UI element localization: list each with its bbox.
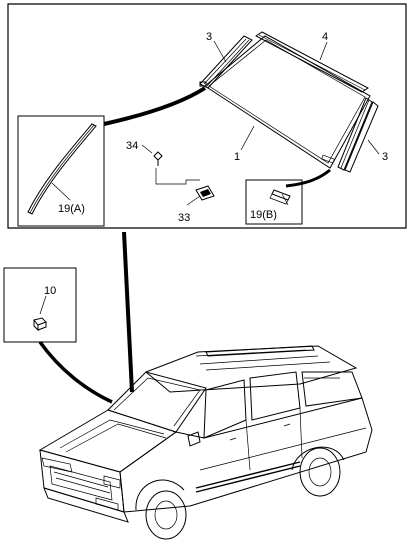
bolt-34 [153,151,200,185]
clip-33 [195,185,215,201]
callout-10: 10 [44,285,56,297]
inset-box-19b [245,179,303,225]
side-molding-right [337,97,379,173]
exploded-view-frame [7,3,407,229]
callout-4: 4 [322,31,328,43]
callout-3-left: 3 [206,31,212,43]
callout-3-right: 3 [382,151,388,163]
leader-lines [51,40,380,206]
callout-19a: 19(A) [58,203,85,215]
vehicle-pointers [38,231,134,404]
callout-1: 1 [234,151,240,163]
side-molding-left [199,35,253,89]
inset-pointers [103,86,331,188]
windshield-glass [204,35,371,169]
callout-19b: 19(B) [250,209,277,221]
inset-box-19a [17,115,105,227]
suv-vehicle [38,345,373,540]
callout-33: 33 [178,212,190,224]
inset-box-10 [3,267,77,343]
callout-34: 34 [126,140,138,152]
top-molding [255,31,369,93]
